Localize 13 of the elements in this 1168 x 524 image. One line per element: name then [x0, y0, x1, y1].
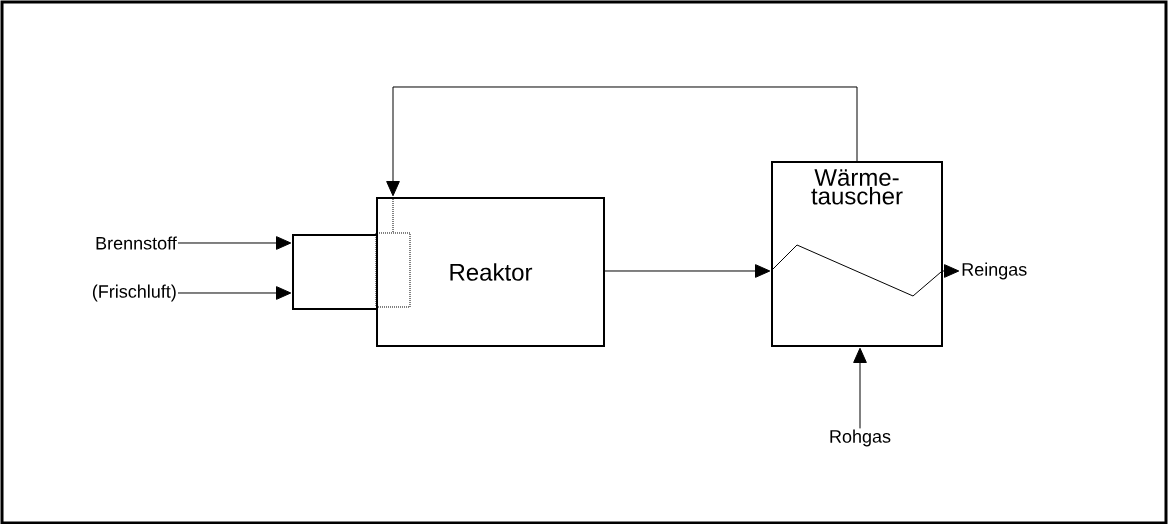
arrow: [177, 236, 292, 250]
reactor-box: Reaktor: [376, 197, 605, 347]
arrow: [853, 347, 867, 429]
arrow: [177, 286, 292, 300]
stream-label: Rohgas: [830, 429, 891, 447]
arrow: [604, 264, 771, 278]
stream-label: Reingas: [962, 262, 1027, 280]
burner-box: [292, 234, 378, 310]
arrow: [386, 86, 858, 197]
heat-exchanger-box: Wärme- tauscher: [771, 161, 943, 347]
stream-label: Brennstoff: [96, 236, 177, 250]
stream-label: (Frischluft): [92, 284, 176, 302]
arrow: [942, 264, 960, 278]
